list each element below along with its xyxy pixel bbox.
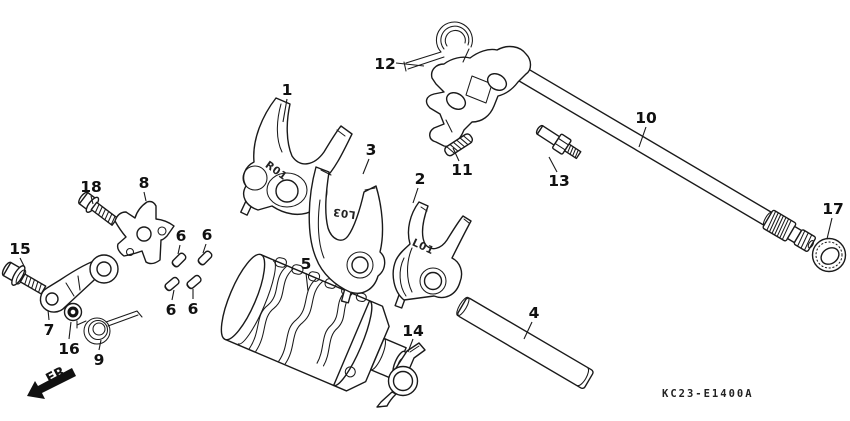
gearshift-drum-5 [220,253,407,392]
shift-cam-plate-8 [114,200,175,265]
fr-arrow-icon [27,368,76,399]
svg-text:9: 9 [94,351,105,369]
callout-15: 15 [9,240,31,269]
callout-6c: 6 [166,289,177,319]
svg-text:13: 13 [548,172,570,190]
svg-text:6: 6 [202,226,213,244]
diagram-code: KC23-E1400A [662,388,754,400]
svg-text:17: 17 [822,200,844,218]
callout-10: 10 [635,109,657,148]
callout-8: 8 [139,174,150,202]
spring-11 [444,133,474,157]
svg-text:11: 11 [451,161,473,179]
washer-16 [63,302,83,322]
callout-4: 4 [523,304,540,340]
stopper-spring-9 [76,310,143,345]
dowel-pin-6a [171,252,187,268]
svg-text:15: 15 [9,240,31,258]
svg-text:3: 3 [366,141,377,159]
stopper-arm-7 [39,254,119,313]
callout-12: 12 [374,55,425,73]
svg-text:4: 4 [529,304,540,322]
svg-text:10: 10 [635,109,657,127]
dowel-pin-6d [186,274,202,290]
drum-stopper-plate-14 [376,342,426,408]
callout-3: 3 [362,141,377,175]
svg-text:7: 7 [44,321,55,339]
dowel-pin-6c [164,276,180,292]
svg-text:16: 16 [58,340,80,358]
callout-11: 11 [451,147,473,179]
callout-17: 17 [822,200,844,240]
bolt-13 [535,124,582,160]
svg-text:1: 1 [282,81,293,99]
callouts-layer: 1 2 3 4 5 6 6 6 6 7 8 9 10 11 12 13 14 1… [9,55,844,369]
dowel-pin-6b [197,250,213,266]
callout-2: 2 [412,170,426,204]
callout-9: 9 [94,339,105,369]
svg-text:2: 2 [415,170,426,188]
gearshift-arm-assembly [425,45,532,147]
callout-6a: 6 [176,227,187,255]
svg-text:6: 6 [176,227,187,245]
seal-washer-17 [811,237,847,273]
shift-return-spring-12 [403,21,473,72]
callout-13: 13 [548,156,570,190]
svg-text:6: 6 [188,300,199,318]
shift-fork-center-3: L03 [308,166,386,304]
callout-5: 5 [301,255,312,292]
callout-7: 7 [44,309,55,339]
svg-text:18: 18 [80,178,102,196]
fr-label: FR. [43,361,73,387]
shift-fork-right-1: R01 [240,97,353,216]
callout-6b: 6 [202,226,213,254]
svg-text:8: 8 [139,174,150,192]
fork-3-mark: L03 [332,205,356,220]
fork-shaft-4 [456,296,594,390]
svg-text:5: 5 [301,255,312,273]
flange-bolt-18 [78,191,119,226]
bolt-15 [1,261,47,295]
callout-16: 16 [58,321,80,358]
svg-text:12: 12 [374,55,396,73]
gearshift-spindle-10 [501,57,817,252]
callout-6d: 6 [188,289,199,318]
svg-text:14: 14 [402,322,424,340]
callout-1: 1 [282,81,293,123]
shift-fork-left-2: L01 [392,201,472,309]
callout-18: 18 [80,178,102,205]
front-direction-indicator: FR. [27,361,76,399]
svg-text:6: 6 [166,301,177,319]
callout-14: 14 [402,322,424,353]
